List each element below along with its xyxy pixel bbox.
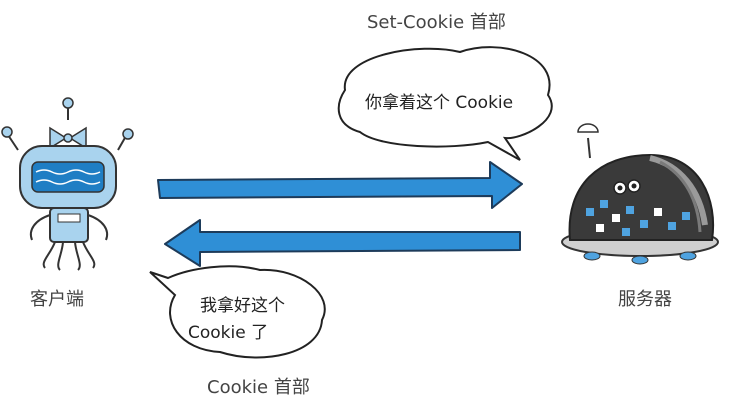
server-label: 服务器 [618,289,672,310]
request-arrow [157,161,523,209]
client-message-line2: Cookie 了 [188,323,269,343]
bottom-speech-bubble [149,265,326,359]
top-speech-bubble [337,46,553,161]
client-robot-icon [1,97,134,271]
server-message: 你拿着这个 Cookie [365,93,514,113]
cookie-header-label: Cookie 首部 [207,377,310,398]
set-cookie-header-label: Set-Cookie 首部 [367,12,506,33]
client-message-line1: 我拿好这个 [200,296,285,316]
server-robot-icon [561,123,719,265]
client-label: 客户端 [30,289,84,310]
response-arrow [164,219,521,267]
